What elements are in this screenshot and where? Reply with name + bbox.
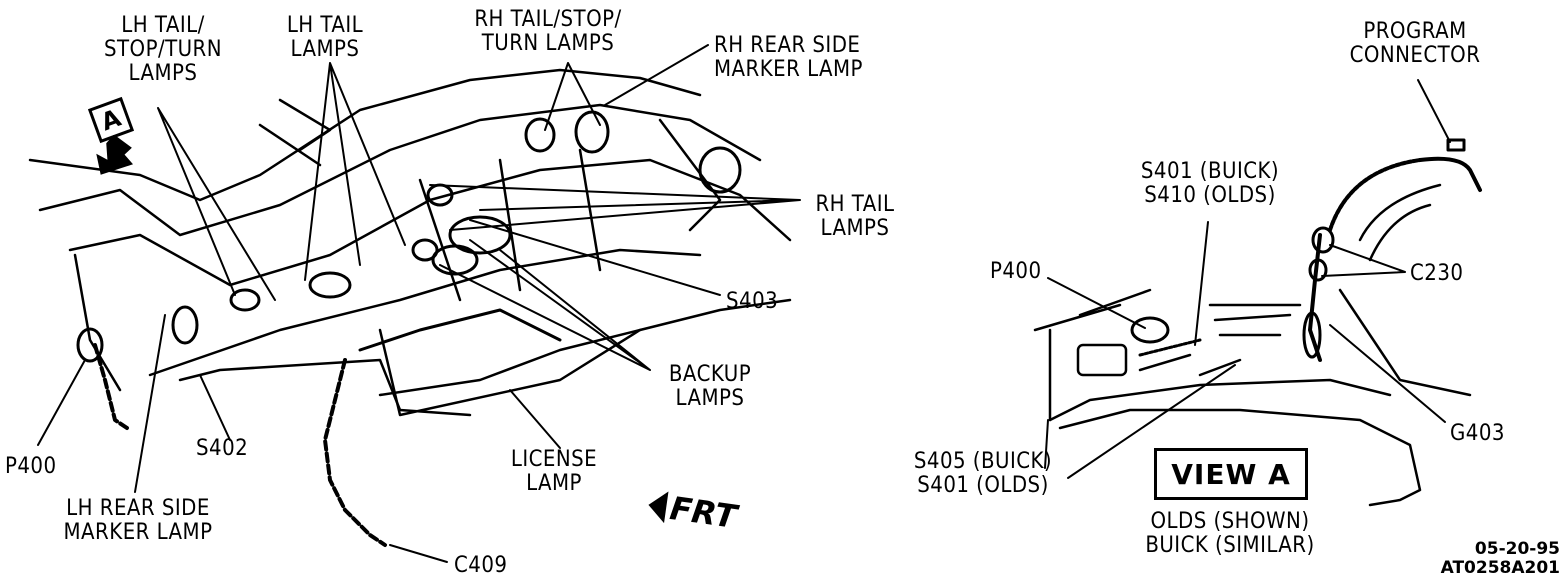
label-rh-tail-lamps: RH TAIL LAMPS (815, 192, 895, 241)
label-rh-tail-stop-turn-lamps: RH TAIL/STOP/ TURN LAMPS (474, 7, 622, 56)
view-a-body-outline (1033, 138, 1482, 507)
view-a-caption: OLDS (SHOWN) BUICK (SIMILAR) (1145, 509, 1315, 558)
label-rh-rear-side-marker-lamp: RH REAR SIDE MARKER LAMP (714, 33, 863, 82)
front-arrow-icon (646, 488, 669, 524)
leader-lines-view-a (1044, 79, 1451, 479)
label-license-lamp: LICENSE LAMP (510, 447, 598, 496)
figure-id: AT0258A201 (1440, 558, 1560, 578)
label-s401-s410: S401 (BUICK) S410 (OLDS) (1140, 159, 1280, 208)
harness-wire-c409 (323, 358, 387, 547)
figure-date: 05-20-95 (1474, 539, 1560, 559)
label-c230: C230 (1410, 261, 1464, 286)
label-lh-tail-stop-turn-lamps: LH TAIL/ STOP/TURN LAMPS (103, 13, 223, 86)
label-s405-s401: S405 (BUICK) S401 (OLDS) (913, 449, 1053, 498)
label-program-connector: PROGRAM CONNECTOR (1349, 19, 1481, 68)
label-c409: C409 (454, 553, 508, 578)
leader-lines-main (37, 44, 801, 563)
label-p400-main: P400 (5, 454, 57, 479)
label-g403: G403 (1450, 421, 1505, 446)
label-p400-view-a: P400 (990, 259, 1042, 284)
figure-code: 05-20-95 AT0258A201 (1410, 540, 1560, 578)
label-lh-tail-lamps: LH TAIL LAMPS (286, 13, 364, 62)
lamp-assemblies (76, 110, 742, 363)
label-s403: S403 (726, 289, 779, 314)
label-s402: S402 (196, 436, 249, 461)
label-lh-rear-side-marker-lamp: LH REAR SIDE MARKER LAMP (63, 496, 213, 545)
view-a-title: VIEW A (1154, 448, 1308, 500)
label-backup-lamps: BACKUP LAMPS (668, 362, 752, 411)
view-a-direction-arrow (96, 135, 134, 175)
harness-wire-p400 (93, 343, 132, 432)
